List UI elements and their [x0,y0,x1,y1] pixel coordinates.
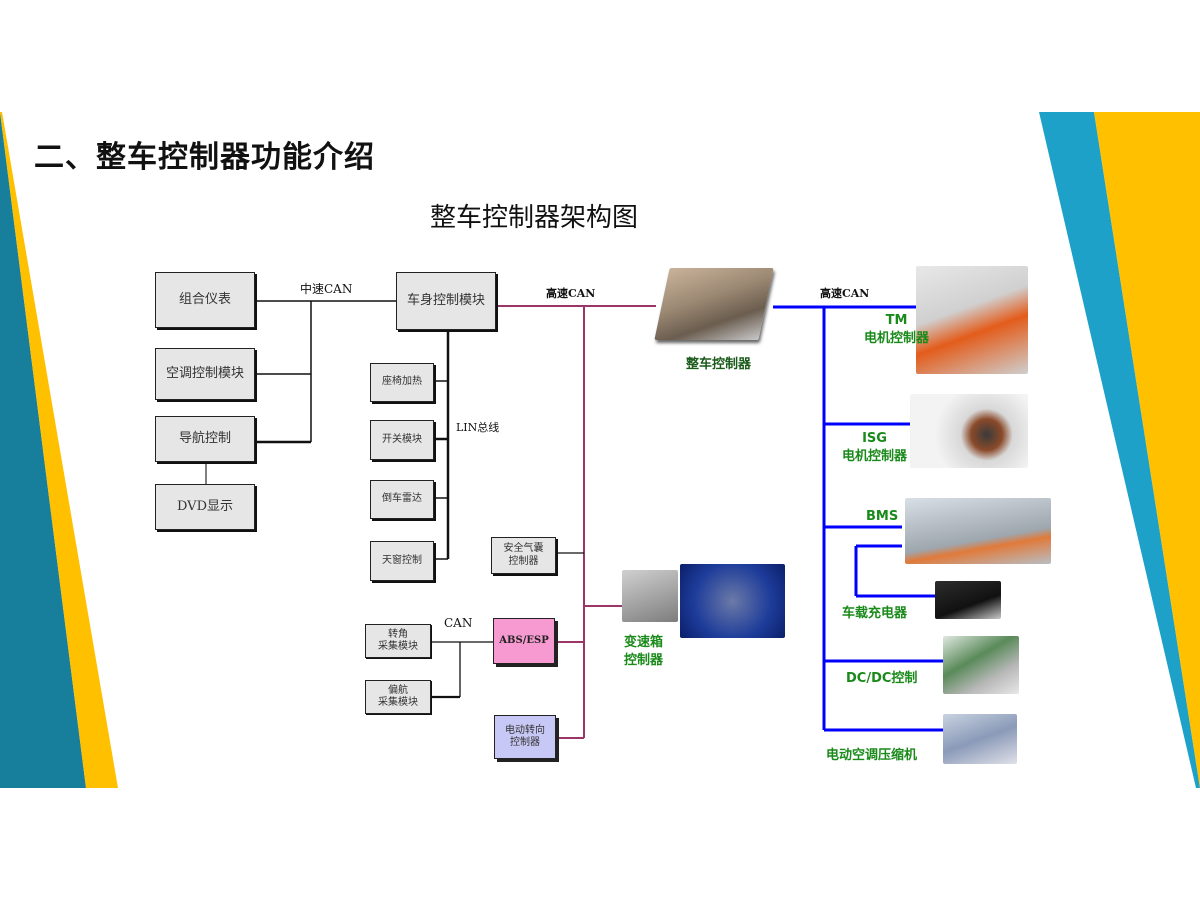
isg-label-line2: 电机控制器 [842,448,908,464]
tm-motor-controller-image [916,266,1028,374]
high-can-right-label: 高速CAN [820,287,870,300]
eps-line2: 控制器 [510,737,540,748]
mid-can-bus [205,300,396,484]
navigation-box: 导航控制 [155,416,255,462]
right-yellow-stripe [1094,112,1200,788]
lin-bus [433,329,450,560]
slide: 二、整车控制器功能介绍 整车控制器架构图 [0,112,1200,788]
vcu-image [654,268,774,340]
chassis-can-label: CAN [444,616,473,630]
tcu-image [622,570,678,622]
dcdc-label: DC/DC控制 [846,671,918,686]
chassis-can-bus [431,641,493,699]
high-can-right-bus [773,305,944,732]
eps-line1: 电动转向 [505,724,545,736]
sensor-line1: 转角 [388,628,408,640]
instrument-cluster-box: 组合仪表 [155,272,255,328]
airbag-line2: 控制器 [508,555,539,567]
seat-heating-box: 座椅加热 [370,363,434,402]
transmission-line1: 变速箱 [624,635,664,650]
sensor-line2: 采集模块 [378,697,418,708]
gearbox-image [680,564,785,638]
dvd-display-box: DVD显示 [155,484,255,530]
airbag-line1: 安全气囊 [503,543,544,554]
onboard-charger-image [935,581,1001,619]
bus-wires [205,300,944,739]
right-blue-stripe [1039,112,1200,788]
ac-compressor-label: 电动空调压缩机 [826,748,918,763]
sensor-line1: 偏航 [388,684,408,696]
page-title: 二、整车控制器功能介绍 [34,140,375,175]
bms-label: BMS [866,509,899,524]
high-can-left-bus [496,305,656,739]
reverse-radar-box: 倒车雷达 [370,480,434,519]
isg-label: ISG 电机控制器 [842,430,907,465]
ac-compressor-image [943,714,1017,764]
dcdc-image [943,636,1019,694]
steering-angle-sensor-box: 转角 采集模块 [365,624,431,658]
lin-bus-label: LIN总线 [456,421,500,434]
transmission-label: 变速箱 控制器 [624,634,663,669]
mid-can-label: 中速CAN [300,282,353,296]
slide-decoration [0,112,1200,788]
sensor-line2: 采集模块 [378,641,418,652]
tm-label-line1: TM [885,313,908,328]
yaw-sensor-box: 偏航 采集模块 [365,680,431,714]
airbag-controller-box: 安全气囊 控制器 [491,537,556,574]
vcu-label: 整车控制器 [686,357,752,372]
tm-label-line2: 电机控制器 [864,330,930,346]
diagram-title: 整车控制器架构图 [430,203,639,233]
left-yellow-stripe [0,112,118,788]
electric-steering-box: 电动转向 控制器 [494,715,556,759]
tm-label: TM 电机控制器 [864,312,929,347]
body-control-module-box: 车身控制模块 [396,272,496,330]
switch-module-box: 开关模块 [370,420,434,460]
isg-motor-controller-image [910,394,1028,468]
onboard-charger-label: 车载充电器 [842,606,908,621]
ac-control-box: 空调控制模块 [155,348,255,400]
isg-label-line1: ISG [862,431,887,446]
high-can-left-label: 高速CAN [546,287,596,300]
transmission-line2: 控制器 [624,652,664,668]
abs-esp-box: ABS/ESP [493,618,555,664]
sunroof-control-box: 天窗控制 [370,541,434,581]
bms-image [905,498,1051,564]
